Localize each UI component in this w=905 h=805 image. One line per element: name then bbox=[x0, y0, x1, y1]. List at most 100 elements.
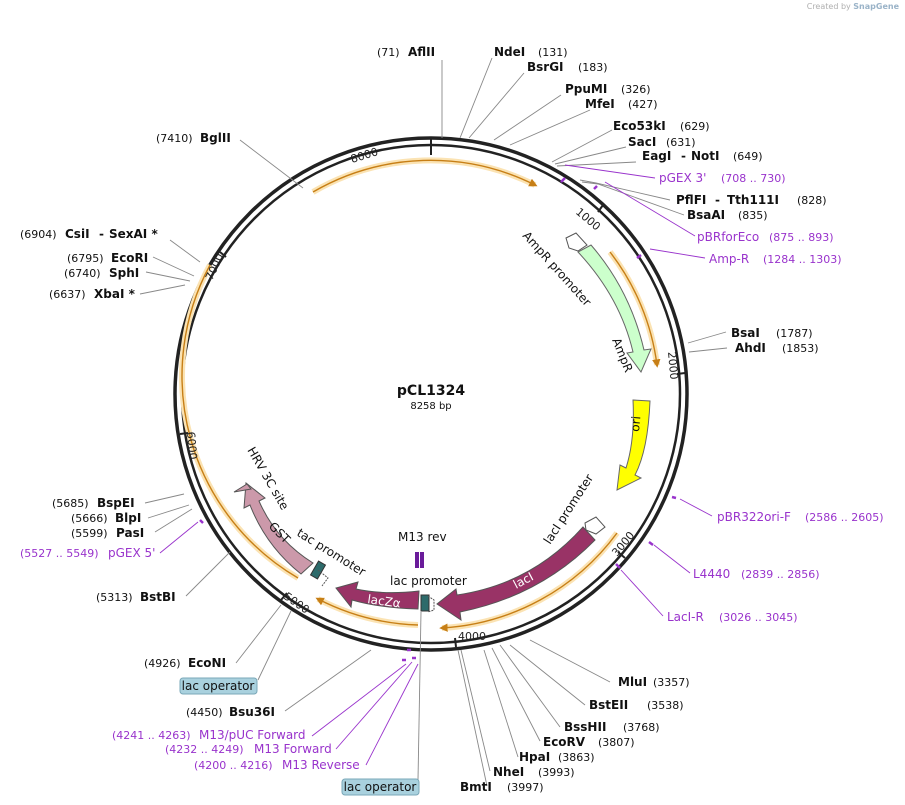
site-position: (6795) bbox=[67, 252, 104, 265]
primer-pbrforeco[interactable]: pBRforEco (875 .. 893) bbox=[697, 230, 834, 244]
enzyme-site-bsu36i[interactable]: (4450) Bsu36I bbox=[186, 705, 275, 719]
enzyme-site-ppumi[interactable]: PpuMI (326) bbox=[565, 82, 651, 96]
feature-ori[interactable]: ori bbox=[616, 399, 651, 491]
primer-m13-reverse[interactable]: (4200 .. 4216) M13 Reverse bbox=[194, 758, 360, 772]
credit-prefix: Created by bbox=[806, 2, 851, 11]
enzyme-site-eco53ki[interactable]: Eco53kI (629) bbox=[613, 119, 710, 133]
enzyme-site-bsteii[interactable]: BstEII (3538) bbox=[589, 698, 684, 712]
primer-range: (1284 .. 1303) bbox=[763, 253, 842, 266]
lac-operator-label: lac operator bbox=[344, 780, 417, 794]
enzyme-site-ecorv[interactable]: EcoRV (3807) bbox=[543, 735, 635, 749]
site-enzyme-2: Tth111I bbox=[727, 193, 779, 207]
site-enzyme: BmtI bbox=[460, 780, 492, 794]
enzyme-site-pasi[interactable]: (5599) PasI bbox=[71, 526, 144, 540]
site-enzyme: AhdI bbox=[735, 341, 766, 355]
site-enzyme: BstEII bbox=[589, 698, 628, 712]
feature-tac-promoter[interactable]: tac promoter bbox=[294, 526, 368, 587]
enzyme-site-hpai[interactable]: HpaI (3863) bbox=[519, 750, 595, 764]
enzyme-site-csii-sexai[interactable]: (6904) CsiI - SexAI * bbox=[20, 227, 158, 241]
primer-name: Amp-R bbox=[709, 252, 749, 266]
feature-ampr-promoter[interactable]: AmpR promoter bbox=[520, 229, 594, 309]
site-enzyme: BssHII bbox=[564, 720, 606, 734]
primer-range: (4200 .. 4216) bbox=[194, 759, 273, 772]
enzyme-site-ndei[interactable]: NdeI (131) bbox=[494, 45, 568, 59]
site-position: (649) bbox=[733, 150, 763, 163]
feature-label-lacza: lacZα bbox=[367, 592, 402, 611]
enzyme-site-eagi-noti[interactable]: EagI - NotI (649) bbox=[642, 149, 763, 163]
primer-name: M13 Reverse bbox=[282, 758, 360, 772]
site-enzyme: HpaI bbox=[519, 750, 550, 764]
feature-label-ori: ori bbox=[628, 415, 643, 432]
svg-text:-: - bbox=[715, 193, 720, 207]
enzyme-site-bsaai[interactable]: BsaAI (835) bbox=[687, 208, 768, 222]
enzyme-site-aflii[interactable]: (71) AflII bbox=[377, 45, 435, 59]
primer-range: (5527 .. 5549) bbox=[20, 547, 99, 560]
enzyme-site-nhei[interactable]: NheI (3993) bbox=[493, 765, 575, 779]
primer-labels: pGEX 3' (708 .. 730) pBRforEco (875 .. 8… bbox=[20, 171, 884, 772]
lac-operator-badge-2[interactable]: lac operator bbox=[341, 778, 420, 796]
feature-laci-promoter[interactable]: lacI promoter bbox=[541, 472, 606, 547]
enzyme-site-bsrgi[interactable]: BsrGI (183) bbox=[527, 60, 608, 74]
enzyme-site-bmti[interactable]: BmtI (3997) bbox=[460, 780, 544, 794]
site-position: (3357) bbox=[653, 676, 690, 689]
enzyme-site-blpi[interactable]: (5666) BlpI bbox=[71, 511, 141, 525]
primer-name: pBR322ori-F bbox=[717, 510, 791, 524]
site-enzyme: BsaI bbox=[731, 326, 760, 340]
enzyme-leader-lines bbox=[139, 57, 728, 787]
enzyme-site-econi[interactable]: (4926) EcoNI bbox=[144, 656, 226, 670]
site-enzyme: MluI bbox=[618, 675, 647, 689]
primer-l4440[interactable]: L4440 (2839 .. 2856) bbox=[693, 567, 820, 581]
site-position: (5313) bbox=[96, 591, 133, 604]
lac-operator-badge-1[interactable]: lac operator bbox=[179, 677, 258, 695]
enzyme-site-saci[interactable]: SacI (631) bbox=[628, 135, 696, 149]
primer-marks bbox=[199, 177, 677, 662]
enzyme-site-bstbi[interactable]: (5313) BstBI bbox=[96, 590, 176, 604]
site-position: (326) bbox=[621, 83, 651, 96]
site-enzyme: BsaAI bbox=[687, 208, 725, 222]
site-enzyme: PasI bbox=[116, 526, 144, 540]
enzyme-site-bspei[interactable]: (5685) BspEI bbox=[52, 496, 135, 510]
enzyme-site-sphi[interactable]: (6740) SphI bbox=[64, 266, 139, 280]
enzyme-site-ecori[interactable]: (6795) EcoRI bbox=[67, 251, 148, 265]
primer-amp-r[interactable]: Amp-R (1284 .. 1303) bbox=[709, 252, 842, 266]
enzyme-site-bglii[interactable]: (7410) BglII bbox=[156, 131, 231, 145]
site-position: (131) bbox=[538, 46, 568, 59]
primer-m13-puc-forward[interactable]: (4241 .. 4263) M13/pUC Forward bbox=[112, 728, 306, 742]
site-position: (3997) bbox=[507, 781, 544, 794]
primer-laci-r[interactable]: LacI-R (3026 .. 3045) bbox=[667, 610, 798, 624]
site-enzyme: BspEI bbox=[97, 496, 135, 510]
enzyme-site-mfei[interactable]: MfeI (427) bbox=[585, 97, 658, 111]
site-enzyme: PpuMI bbox=[565, 82, 607, 96]
enzyme-site-mlui[interactable]: MluI (3357) bbox=[618, 675, 690, 689]
orientation-tracks bbox=[179, 157, 661, 632]
feature-lacza[interactable]: lacZα bbox=[335, 581, 420, 611]
enzyme-site-bsshii[interactable]: BssHII (3768) bbox=[564, 720, 660, 734]
site-enzyme: MfeI bbox=[585, 97, 615, 111]
site-position: (3768) bbox=[623, 721, 660, 734]
primer-pgex-5[interactable]: (5527 .. 5549) pGEX 5' bbox=[20, 546, 155, 560]
primer-name: pBRforEco bbox=[697, 230, 759, 244]
site-enzyme: AflII bbox=[408, 45, 435, 59]
site-position: (3538) bbox=[647, 699, 684, 712]
primer-name: pGEX 5' bbox=[108, 546, 155, 560]
feature-m13-rev[interactable]: M13 rev bbox=[398, 530, 447, 568]
primer-pbr322ori-f[interactable]: pBR322ori-F (2586 .. 2605) bbox=[717, 510, 884, 524]
site-enzyme: BlpI bbox=[115, 511, 141, 525]
tick-marks bbox=[179, 137, 686, 648]
feature-hrv-3c-site[interactable]: HRV 3C site bbox=[233, 445, 292, 513]
enzyme-labels: (71) AflII NdeI (131) BsrGI (183) PpuMI … bbox=[20, 45, 827, 794]
site-enzyme-2: NotI bbox=[691, 149, 720, 163]
primer-range: (708 .. 730) bbox=[721, 172, 786, 185]
enzyme-site-ahdi[interactable]: AhdI (1853) bbox=[735, 341, 819, 355]
primer-leader-lines bbox=[159, 164, 713, 766]
enzyme-site-bsai[interactable]: BsaI (1787) bbox=[731, 326, 813, 340]
snapgene-credit: Created by SnapGene bbox=[807, 2, 899, 11]
enzyme-site-xbai[interactable]: (6637) XbaI * bbox=[49, 287, 136, 301]
primer-pgex-3[interactable]: pGEX 3' (708 .. 730) bbox=[659, 171, 786, 185]
enzyme-site-pflfi-tth111i[interactable]: PflFI - Tth111I (828) bbox=[676, 193, 827, 207]
feature-laci[interactable]: lacI bbox=[436, 526, 596, 622]
site-position: (835) bbox=[738, 209, 768, 222]
feature-label-m13-rev: M13 rev bbox=[398, 530, 447, 544]
site-position: (5666) bbox=[71, 512, 108, 525]
primer-m13-forward[interactable]: (4232 .. 4249) M13 Forward bbox=[165, 742, 332, 756]
